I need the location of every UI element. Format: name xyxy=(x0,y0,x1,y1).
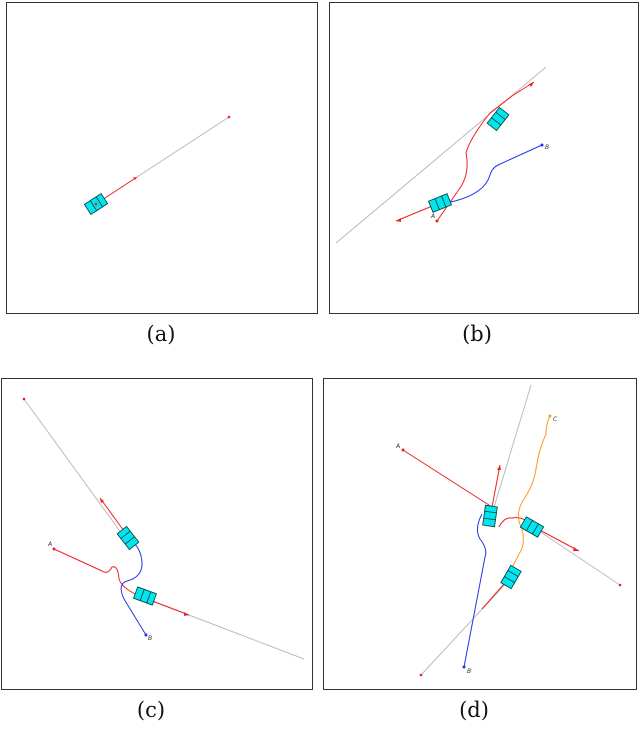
arrow-head xyxy=(100,498,104,503)
goal-point xyxy=(227,115,231,119)
planned-path xyxy=(99,497,125,532)
start-point-a xyxy=(52,547,56,551)
vehicle-a-path xyxy=(53,548,143,598)
panel-a xyxy=(6,2,318,314)
start-point-b xyxy=(462,665,466,669)
label-b: B xyxy=(148,635,152,642)
label-c: C xyxy=(553,416,558,423)
reference-line xyxy=(23,398,123,535)
start-point-b xyxy=(144,633,148,637)
planned-path xyxy=(491,464,501,508)
arrow-head xyxy=(573,547,579,551)
label-a: A xyxy=(47,541,52,548)
vehicle-c-path xyxy=(509,415,551,572)
vehicle-icon xyxy=(83,192,109,216)
caption-b: (b) xyxy=(462,322,492,346)
panel-a-plot xyxy=(83,115,231,216)
vehicle-icon xyxy=(133,586,157,606)
label-b: B xyxy=(545,144,549,151)
arrow-head xyxy=(529,82,534,87)
goal-point xyxy=(618,583,622,587)
vehicle-icon xyxy=(116,525,140,551)
reference-line xyxy=(491,384,532,515)
panel-b-plot: A B xyxy=(335,66,549,244)
vehicle-a-path xyxy=(436,81,535,222)
label-a: A xyxy=(395,443,400,450)
arrow-head xyxy=(497,465,501,470)
vehicle-icon xyxy=(519,516,545,538)
vehicle-b-path xyxy=(120,538,147,636)
start-point-c xyxy=(548,414,552,418)
label-a: A xyxy=(430,213,435,220)
reference-line xyxy=(335,66,547,244)
vehicle-b-path xyxy=(463,513,487,668)
goal-point xyxy=(22,397,26,401)
arrow-head xyxy=(396,218,401,222)
reference-line xyxy=(136,116,230,178)
vehicle-a-path xyxy=(402,449,493,508)
caption-a: (a) xyxy=(146,322,176,346)
vehicle-icon xyxy=(482,504,498,528)
start-point-a xyxy=(401,448,405,452)
vehicle-b-path xyxy=(439,144,543,205)
caption-c: (c) xyxy=(136,698,166,722)
planned-path xyxy=(101,176,138,201)
arrow-head xyxy=(184,612,189,616)
planned-path xyxy=(481,583,505,610)
start-point-a xyxy=(435,219,439,223)
panel-d-plot: A B C xyxy=(395,384,622,677)
arrow-head xyxy=(133,177,137,180)
panel-b: A B xyxy=(329,2,639,314)
reference-line xyxy=(420,578,511,676)
vehicle-icon xyxy=(486,106,510,132)
goal-point xyxy=(419,673,423,677)
panel-c-plot: A B xyxy=(22,397,305,660)
panel-d: A B C xyxy=(323,378,637,690)
vehicle-icon xyxy=(427,193,453,213)
panel-c: A B xyxy=(1,378,313,690)
caption-d: (d) xyxy=(459,698,489,722)
vehicle-icon xyxy=(500,564,522,590)
start-point-b xyxy=(540,143,544,147)
label-b: B xyxy=(467,668,471,675)
